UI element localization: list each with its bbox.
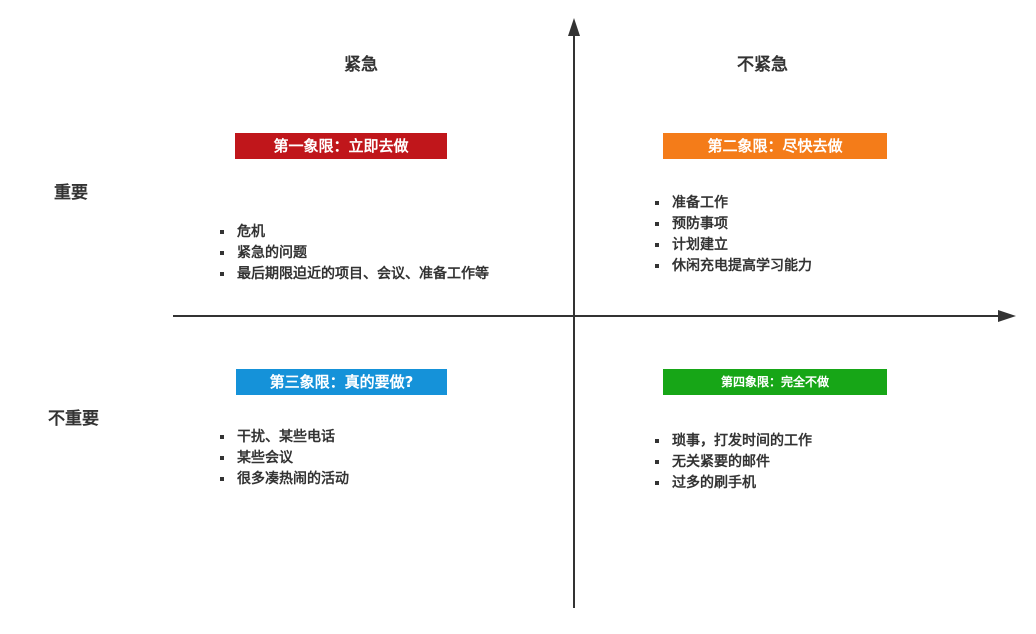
list-item-text: 无关紧要的邮件: [672, 454, 770, 470]
list-item-text: 休闲充电提高学习能力: [672, 258, 812, 274]
list-item-text: 危机: [237, 224, 265, 240]
list-item-text: 干扰、某些电话: [237, 429, 335, 445]
list-item: 某些会议: [220, 448, 349, 469]
bullet-icon: [220, 272, 224, 276]
quadrant-1-list: 危机 紧急的问题 最后期限迫近的项目、会议、准备工作等: [220, 222, 489, 285]
bullet-icon: [655, 201, 659, 205]
list-item: 计划建立: [655, 235, 812, 256]
list-item: 最后期限迫近的项目、会议、准备工作等: [220, 264, 489, 285]
list-item-text: 准备工作: [672, 195, 728, 211]
list-item: 无关紧要的邮件: [655, 452, 812, 473]
list-item: 预防事项: [655, 214, 812, 235]
list-item-text: 过多的刷手机: [672, 475, 756, 491]
list-item-text: 紧急的问题: [237, 245, 307, 261]
list-item: 紧急的问题: [220, 243, 489, 264]
quadrant-4-title: 第四象限：完全不做: [663, 369, 887, 395]
list-item: 干扰、某些电话: [220, 427, 349, 448]
list-item: 过多的刷手机: [655, 473, 812, 494]
bullet-icon: [655, 222, 659, 226]
bullet-icon: [655, 264, 659, 268]
quadrant-1-title: 第一象限：立即去做: [235, 133, 447, 159]
list-item-text: 某些会议: [237, 450, 293, 466]
quadrant-2-title: 第二象限：尽快去做: [663, 133, 887, 159]
row-label-important: 重要: [54, 183, 88, 203]
list-item-text: 最后期限迫近的项目、会议、准备工作等: [237, 266, 489, 282]
bullet-icon: [655, 243, 659, 247]
bullet-icon: [220, 435, 224, 439]
list-item: 准备工作: [655, 193, 812, 214]
list-item-text: 计划建立: [672, 237, 728, 253]
bullet-icon: [655, 481, 659, 485]
list-item-text: 预防事项: [672, 216, 728, 232]
column-label-urgent: 紧急: [344, 55, 378, 75]
quadrant-3-list: 干扰、某些电话 某些会议 很多凑热闹的活动: [220, 427, 349, 490]
list-item-text: 琐事，打发时间的工作: [672, 433, 812, 449]
list-item: 琐事，打发时间的工作: [655, 431, 812, 452]
list-item-text: 很多凑热闹的活动: [237, 471, 349, 487]
bullet-icon: [655, 460, 659, 464]
list-item: 很多凑热闹的活动: [220, 469, 349, 490]
bullet-icon: [220, 477, 224, 481]
horizontal-axis-arrow: [998, 310, 1016, 322]
bullet-icon: [655, 439, 659, 443]
quadrant-2-list: 准备工作 预防事项 计划建立 休闲充电提高学习能力: [655, 193, 812, 277]
quadrant-3-title: 第三象限：真的要做?: [236, 369, 447, 395]
quadrant-4-list: 琐事，打发时间的工作 无关紧要的邮件 过多的刷手机: [655, 431, 812, 494]
row-label-not-important: 不重要: [48, 409, 99, 429]
list-item: 危机: [220, 222, 489, 243]
vertical-axis-arrow: [568, 18, 580, 36]
bullet-icon: [220, 230, 224, 234]
list-item: 休闲充电提高学习能力: [655, 256, 812, 277]
bullet-icon: [220, 456, 224, 460]
bullet-icon: [220, 251, 224, 255]
column-label-not-urgent: 不紧急: [737, 55, 788, 75]
